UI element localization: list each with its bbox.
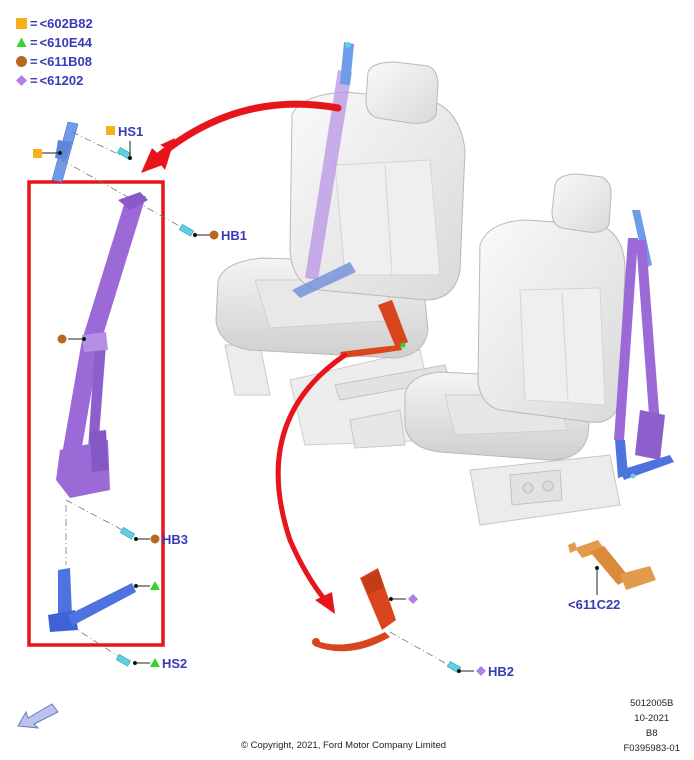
copyright-text: © Copyright, 2021, Ford Motor Company Li… xyxy=(241,740,447,751)
legend-part-number: <602B82 xyxy=(39,16,93,31)
legend-equals: = xyxy=(30,35,38,50)
illustration-number: F0395983-01 xyxy=(623,743,680,754)
callout-hs1: HS1 xyxy=(118,124,144,139)
seat-belt-retractor-assembly xyxy=(56,192,148,498)
circle-icon xyxy=(16,56,27,67)
callout-hb2: HB2 xyxy=(488,664,515,679)
legend-equals: = xyxy=(30,73,38,88)
lower-anchor-bar xyxy=(48,568,136,632)
legend: = <602B82 = <610E44 = <611B08 = <61202 xyxy=(16,14,93,90)
legend-row-610e44: = <610E44 xyxy=(16,33,93,52)
legend-part-number: <611B08 xyxy=(39,54,93,69)
callout-hb3: HB3 xyxy=(162,532,189,547)
legend-row-611b08: = <611B08 xyxy=(16,52,93,71)
bolt-hs2 xyxy=(115,653,131,667)
callout-extender: <611C22 xyxy=(568,597,621,612)
square-symbol-hs1 xyxy=(106,126,115,135)
direction-arrow-top xyxy=(141,100,342,173)
circle-symbol-retractor xyxy=(57,334,67,344)
callout-hs2: HS2 xyxy=(162,656,188,671)
right-seat xyxy=(404,173,674,526)
illustration-id-block: 5012005B 10-2021 B8 F0395983-01 xyxy=(623,696,680,756)
highlight-box xyxy=(27,180,165,647)
circle-symbol-hb3 xyxy=(150,534,160,544)
diamond-icon xyxy=(16,75,27,86)
guide-lines xyxy=(61,131,453,668)
illustration-date: 10-2021 xyxy=(634,713,670,724)
diamond-symbol-hb2 xyxy=(476,666,486,676)
square-symbol-bracket xyxy=(33,149,42,158)
upper-anchor-bracket xyxy=(51,121,79,183)
circle-symbol-hb1 xyxy=(209,230,219,240)
installed-buckle xyxy=(340,300,408,358)
legend-row-61202: = <61202 xyxy=(16,71,93,90)
belt-extender xyxy=(568,540,656,590)
diamond-symbol-buckle xyxy=(408,594,418,604)
legend-equals: = xyxy=(30,54,38,69)
legend-row-602b82: = <602B82 xyxy=(16,14,93,33)
illustration-revision: B8 xyxy=(645,728,658,739)
back-arrow-icon[interactable] xyxy=(16,700,66,730)
direction-arrow-bottom xyxy=(275,352,348,614)
triangle-symbol-anchor xyxy=(150,581,160,590)
bolt-hb1 xyxy=(178,223,194,237)
legend-part-number: <61202 xyxy=(39,73,84,88)
left-seat xyxy=(215,42,466,449)
leader-lines xyxy=(42,141,600,674)
triangle-icon xyxy=(16,37,27,47)
triangle-symbol-hs2 xyxy=(150,658,160,667)
seat-belt-buckle xyxy=(312,568,396,652)
legend-equals: = xyxy=(30,16,38,31)
bolt-hs1 xyxy=(116,146,132,160)
illustration-code: 5012005B xyxy=(630,698,674,709)
bolt-hb3 xyxy=(119,526,135,540)
callout-symbols xyxy=(33,126,486,676)
legend-part-number: <610E44 xyxy=(39,35,93,50)
square-icon xyxy=(16,18,27,29)
callout-hb1: HB1 xyxy=(221,228,248,243)
bolts xyxy=(115,146,462,674)
